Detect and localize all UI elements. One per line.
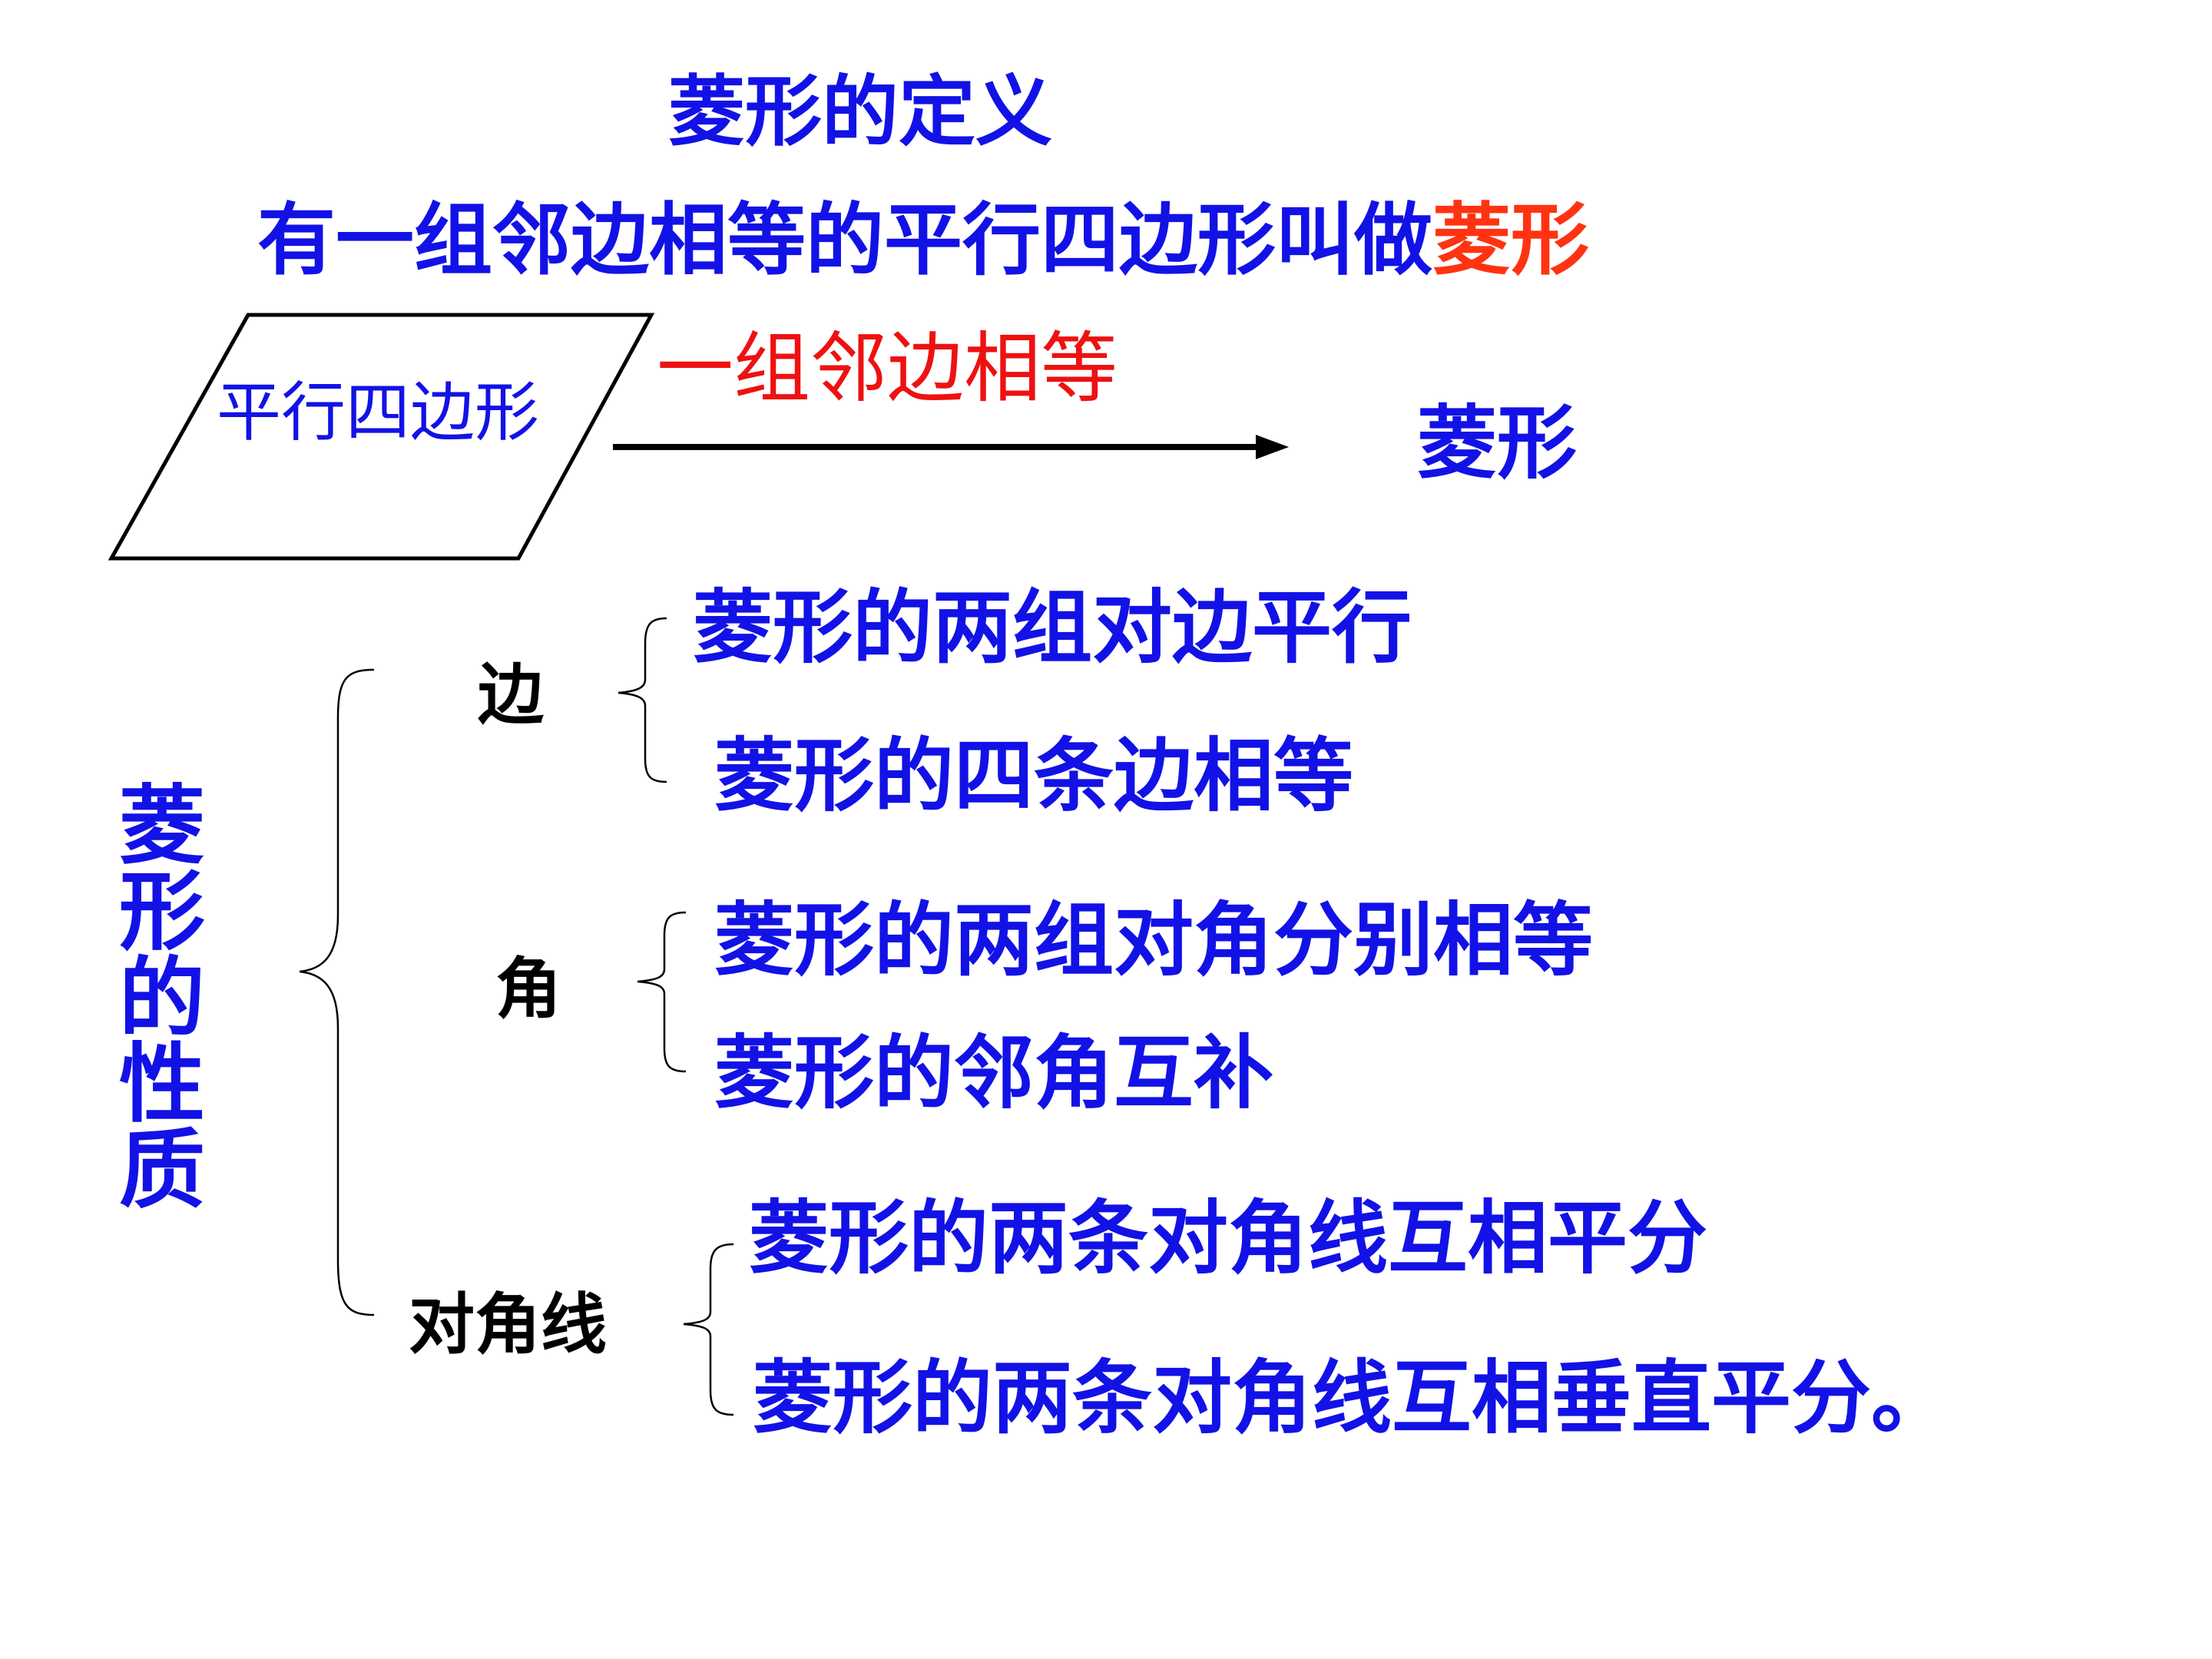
- category-angle: 角: [495, 950, 561, 1028]
- category-diagonal: 对角线: [409, 1286, 607, 1363]
- property-diagonal-2: 菱形的两条对角线互相垂直平分。: [753, 1350, 1952, 1445]
- page-title: 菱形的定义: [668, 66, 1052, 157]
- definition-highlight: 菱形: [1432, 194, 1589, 286]
- definition-text: 有一组邻边相等的平行四边形叫做: [257, 194, 1432, 286]
- category-side: 边: [478, 656, 544, 733]
- property-angle-2: 菱形的邻角互补: [714, 1025, 1274, 1120]
- parallelogram-shape: [108, 313, 655, 561]
- properties-title: 菱形的性质: [119, 776, 205, 1220]
- diagonal-brace: [683, 1243, 734, 1416]
- property-side-1: 菱形的两组对边平行: [693, 580, 1412, 674]
- property-side-2: 菱形的四条边相等: [714, 728, 1354, 823]
- angle-brace: [637, 911, 687, 1073]
- condition-label: 一组邻边相等: [657, 323, 1118, 413]
- property-diagonal-1: 菱形的两条对角线互相平分: [749, 1190, 1708, 1285]
- definition-sentence: 有一组邻边相等的平行四边形叫做菱形: [257, 201, 1589, 280]
- main-brace: [299, 668, 375, 1316]
- property-angle-1: 菱形的两组对角分别相等: [714, 892, 1594, 987]
- result-label: 菱形: [1417, 396, 1578, 490]
- arrow-head: [1256, 435, 1289, 459]
- parallelogram-label: 平行四边形: [217, 375, 540, 450]
- side-brace: [618, 617, 667, 783]
